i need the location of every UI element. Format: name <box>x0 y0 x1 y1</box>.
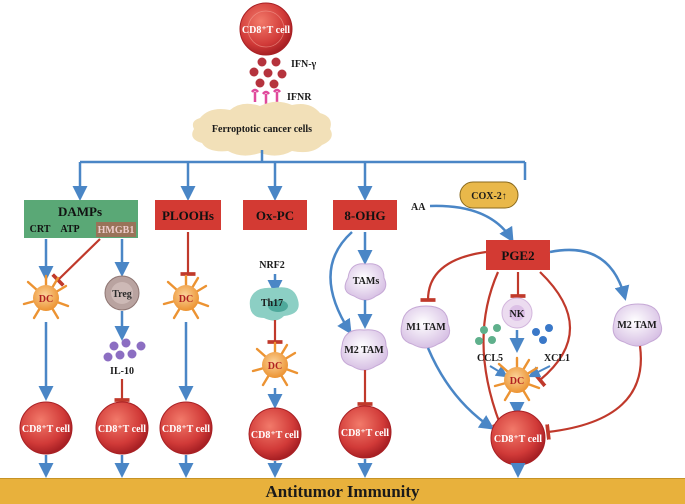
dc-cell-4: DC <box>493 356 541 402</box>
dc-label-4: DC <box>510 376 524 387</box>
xcl1-to-dc-arrow <box>527 365 551 378</box>
top-cd8-label: CD8⁺T cell <box>242 25 290 36</box>
damps-atp: ATP <box>60 224 79 235</box>
ferroptotic-label: Ferroptotic cancer cells <box>212 124 312 135</box>
cd8-label-6: CD8⁺T cell <box>494 434 542 445</box>
damps-crt: CRT <box>30 224 51 235</box>
cox2-label: COX-2↑ <box>471 191 507 202</box>
treg-label: Treg <box>112 289 132 300</box>
pge2-to-m2tam-arrow <box>549 248 630 301</box>
dc-label-3: DC <box>268 361 282 372</box>
nk-label: NK <box>510 309 525 320</box>
tams-cell: TAMs <box>344 263 387 301</box>
m2-tam-cell-2: M2 TAM <box>612 303 663 347</box>
branch-connectors <box>72 150 527 201</box>
nrf2-label: NRF2 <box>259 260 285 271</box>
cd8-cell-2: CD8⁺T cell <box>95 401 149 455</box>
pge2-box: PGE2 <box>486 240 550 270</box>
th17-cell: Th17 <box>249 287 299 321</box>
antitumor-immunity-banner: Antitumor Immunity <box>0 478 685 504</box>
top-cd8-t-cell: CD8⁺T cell <box>239 2 293 56</box>
aa-label: AA <box>411 202 426 213</box>
dc-cell-3: DC <box>251 341 299 387</box>
cox2-badge: COX-2↑ <box>459 181 519 209</box>
damps-title: DAMPs <box>58 204 102 219</box>
cd8-label-4: CD8⁺T cell <box>251 430 299 441</box>
damps-hmgb1: HMGB1 <box>98 225 135 236</box>
ploohs-box: PLOOHs <box>155 200 221 230</box>
xcl1-dots <box>532 324 553 344</box>
oxpc-box: Ox-PC <box>243 200 307 230</box>
il10-dots <box>103 338 146 362</box>
cd8-label-2: CD8⁺T cell <box>98 424 146 435</box>
pge2-label: PGE2 <box>501 248 534 263</box>
m2-tam-cell-1: M2 TAM <box>340 329 389 371</box>
8ohg-label: 8-OHG <box>344 208 385 223</box>
cd8-cell-1: CD8⁺T cell <box>19 401 73 455</box>
m1tam-to-cd8-arrow <box>426 347 495 430</box>
m2tam-label-2: M2 TAM <box>617 320 657 331</box>
hmgb1-inhibits-dc <box>51 238 101 287</box>
ccl5-dots <box>475 324 501 345</box>
cd8-cell-5: CD8⁺T cell <box>338 405 392 459</box>
il10-label: IL-10 <box>110 366 134 377</box>
oxpc-label: Ox-PC <box>256 208 294 223</box>
ifnr-receptors <box>251 88 281 104</box>
pge2-inhibits-cd8-left <box>482 271 508 429</box>
xcl1-label: XCL1 <box>544 353 570 364</box>
antitumor-immunity-label: Antitumor Immunity <box>265 481 420 501</box>
dc-label-1: DC <box>39 294 53 305</box>
cd8-label-3: CD8⁺T cell <box>162 424 210 435</box>
m1-tam-cell: M1 TAM <box>400 305 451 349</box>
cd8-label-5: CD8⁺T cell <box>341 428 389 439</box>
m2tam-inhibits-cd8-right <box>545 345 642 440</box>
th17-label: Th17 <box>261 298 283 309</box>
treg-cell: Treg <box>104 275 140 311</box>
aa-to-pge2-arrow <box>429 204 514 243</box>
cd8-cell-6: CD8⁺T cell <box>490 410 546 466</box>
cd8-label-1: CD8⁺T cell <box>22 424 70 435</box>
ifn-gamma-dots <box>249 57 287 89</box>
ifnr-label: IFNR <box>287 92 312 103</box>
ferroptotic-cancer-cells: Ferroptotic cancer cells <box>192 101 332 156</box>
to-antitumor-arrows <box>38 455 526 478</box>
dc-cell-2: DC <box>162 274 210 320</box>
ploohs-label: PLOOHs <box>162 208 214 223</box>
m1tam-label: M1 TAM <box>406 322 446 333</box>
cd8-cell-4: CD8⁺T cell <box>248 407 302 461</box>
dc-label-2: DC <box>179 294 193 305</box>
dc-cell-1: DC <box>22 274 70 320</box>
tams-label: TAMs <box>353 276 380 287</box>
cd8-cell-3: CD8⁺T cell <box>159 401 213 455</box>
damps-box: DAMPs CRT ATP HMGB1 <box>24 200 138 238</box>
m2tam-label-1: M2 TAM <box>344 345 384 356</box>
8ohg-box: 8-OHG <box>333 200 397 230</box>
pge2-inhibits-dc <box>533 271 572 388</box>
nk-cell: NK <box>501 297 533 329</box>
ccl5-label: CCL5 <box>477 353 503 364</box>
pge2-inhibits-m1tam <box>420 250 487 302</box>
8ohg-to-m2tam-curve <box>329 231 353 335</box>
ifn-gamma-label: IFN-γ <box>291 59 317 70</box>
